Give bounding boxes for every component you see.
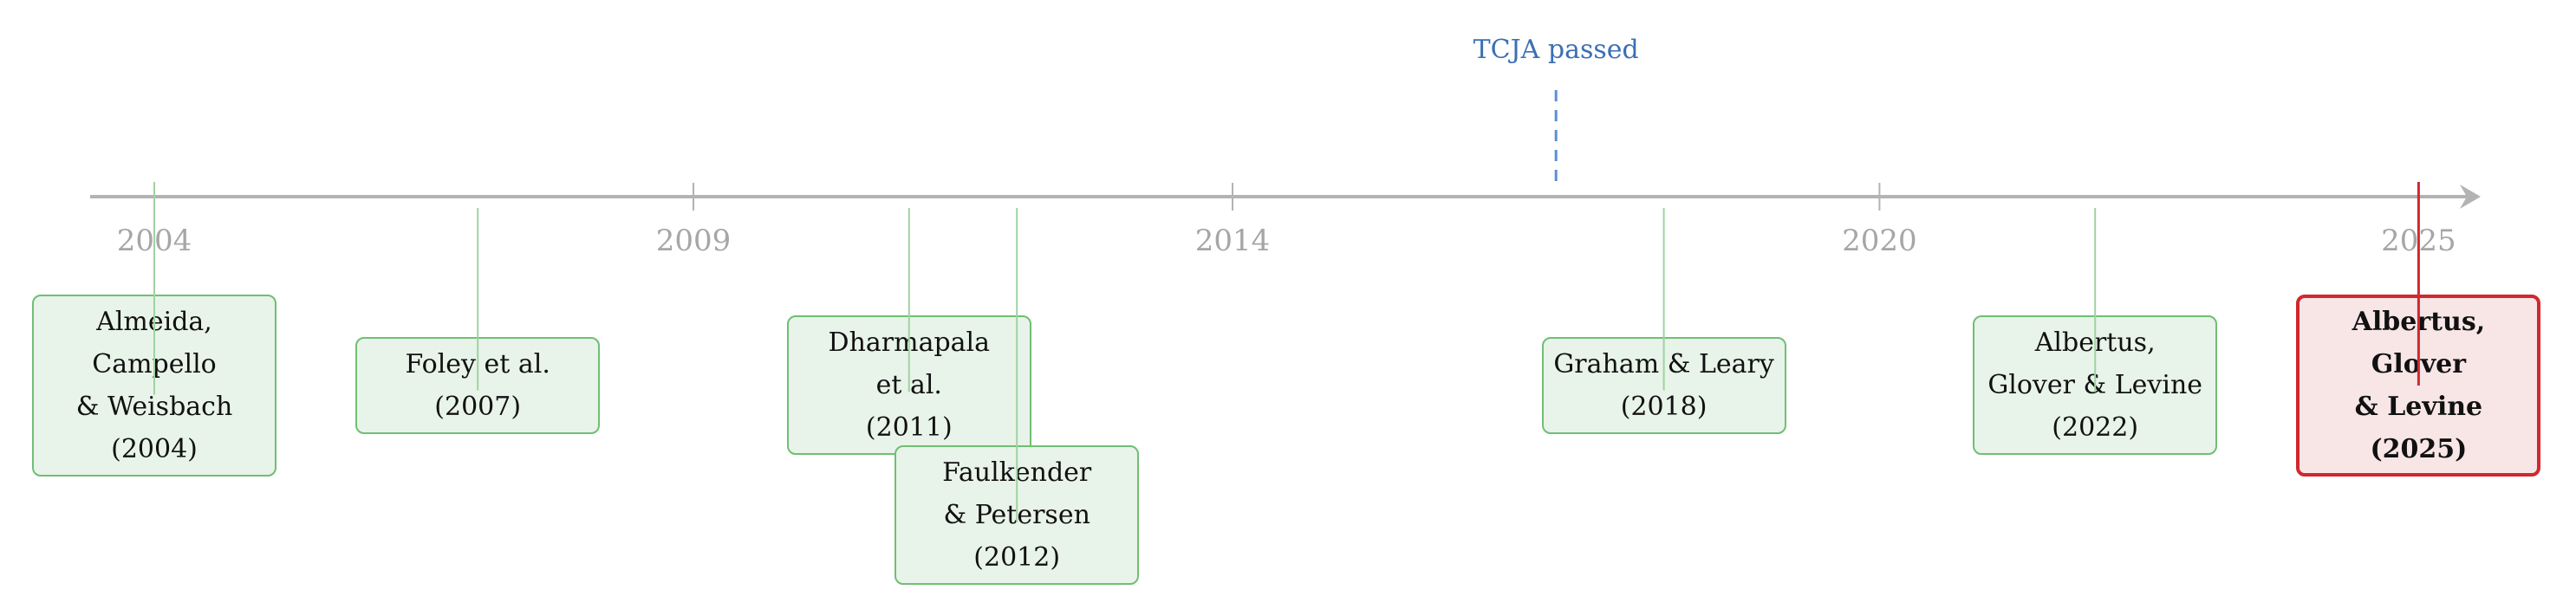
paper-text-line: Faulkender <box>942 457 1092 488</box>
paper-text-line: & Weisbach <box>75 392 233 422</box>
year-label: 2025 <box>2381 224 2456 258</box>
paper-text-line: Albertus, <box>2034 327 2156 358</box>
paper-text-line: (2022) <box>2052 412 2139 443</box>
paper-text-line: (2018) <box>1620 392 1708 422</box>
tcja-annotation: TCJA passed <box>1473 35 1639 65</box>
paper-text-line: Graham & Leary <box>1553 349 1774 379</box>
paper-text-line: (2025) <box>2370 434 2468 464</box>
axis-arrowhead <box>2460 185 2481 209</box>
paper-text-line: & Levine <box>2354 392 2483 422</box>
paper-text-line: Glover & Levine <box>1987 370 2203 400</box>
paper-text-line: (2011) <box>865 412 953 443</box>
year-label: 2004 <box>116 224 192 258</box>
paper-text-line: (2012) <box>973 542 1061 573</box>
year-label: 2020 <box>1842 224 1917 258</box>
year-label: 2014 <box>1194 224 1271 258</box>
paper-box: Albertus, Glover & Levine (2022) <box>1973 315 2218 455</box>
paper-text-line: Glover <box>2371 349 2467 379</box>
paper-text-line: (2004) <box>111 434 198 464</box>
paper-text-line: Almeida, <box>96 307 212 337</box>
year-label: 2009 <box>655 224 732 258</box>
paper-text-line: Campello <box>92 349 217 379</box>
paper-box: Dharmapala et al. (2011) <box>786 315 1031 455</box>
paper-text-line: Dharmapala <box>828 327 991 358</box>
paper-box-highlight: Albertus, Glover & Levine (2025) <box>2296 295 2541 477</box>
paper-text-line: Foley et al. <box>405 349 550 379</box>
paper-box: Faulkender & Petersen (2012) <box>894 445 1140 585</box>
paper-text-line: et al. <box>875 370 942 400</box>
paper-text-line: & Petersen <box>943 500 1090 530</box>
paper-box: Foley et al. (2007) <box>355 337 601 434</box>
paper-text-line: Albertus, <box>2352 307 2486 337</box>
paper-box: Graham & Leary (2018) <box>1541 337 1786 434</box>
paper-box: Almeida, Campello & Weisbach (2004) <box>32 295 276 477</box>
paper-text-line: (2007) <box>434 392 522 422</box>
